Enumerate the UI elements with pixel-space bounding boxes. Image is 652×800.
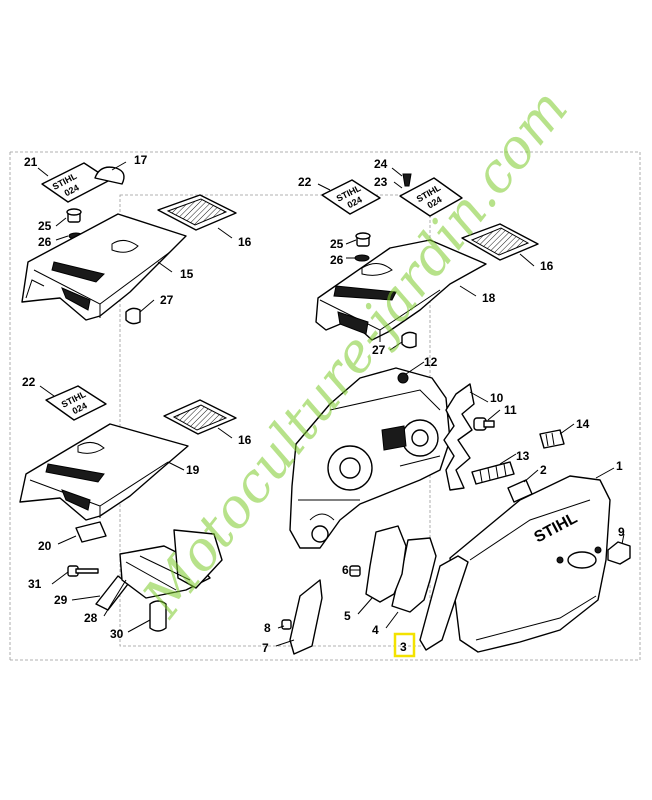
- part-numbers: 21 17 25 26 16 15 27 22 24 23 25 26 16 1…: [22, 153, 625, 658]
- highlight-box-3: [393, 632, 416, 658]
- label-1: 1: [616, 459, 623, 473]
- label-30: 30: [110, 627, 124, 641]
- nut-12: [397, 372, 409, 384]
- label-25-top-left: 25: [38, 219, 52, 233]
- stud-13: [471, 461, 515, 485]
- label-14: 14: [576, 417, 590, 431]
- guide-5: [365, 525, 407, 603]
- screw-24: [402, 173, 412, 187]
- shroud-15: [21, 213, 187, 321]
- screw-14: [539, 429, 565, 449]
- label-28: 28: [84, 611, 98, 625]
- label-27-top-right: 27: [372, 343, 386, 357]
- label-12: 12: [424, 355, 438, 369]
- label-9: 9: [618, 525, 625, 539]
- label-15: 15: [180, 267, 194, 281]
- screw-6: [349, 565, 361, 577]
- label-26-top-right: 26: [330, 253, 344, 267]
- label-27-top-left: 27: [160, 293, 174, 307]
- shroud-18: [315, 239, 487, 342]
- label-19: 19: [186, 463, 200, 477]
- top-left-shroud-assembly: STIHL 024: [21, 162, 237, 325]
- washer-26-b: [354, 254, 370, 262]
- screw-31: [67, 565, 99, 577]
- label-8: 8: [264, 621, 271, 635]
- bottom-left-parts: [67, 529, 223, 632]
- right-side-parts: STIHL: [281, 383, 631, 655]
- crankcase: [289, 367, 451, 549]
- badge-23: STIHL 024: [399, 177, 463, 217]
- label-24: 24: [374, 157, 388, 171]
- label-13: 13: [516, 449, 530, 463]
- leader-lines: [37, 161, 625, 647]
- label-31: 31: [28, 577, 42, 591]
- label-25-top-right: 25: [330, 237, 344, 251]
- label-10: 10: [490, 391, 504, 405]
- assembly-28: [119, 529, 223, 599]
- plate-16-b: [461, 223, 539, 261]
- top-right-shroud-assembly: STIHL 024 STIHL 024: [315, 173, 539, 349]
- label-7: 7: [262, 641, 269, 655]
- screw-11: [473, 417, 495, 431]
- label-18: 18: [482, 291, 496, 305]
- plate-16-c: [163, 399, 237, 435]
- label-22-middle: 22: [22, 375, 36, 389]
- badge-21: STIHL 024: [41, 162, 111, 203]
- nut-9: [607, 541, 631, 565]
- screw-25-b: [355, 232, 371, 247]
- label-16-top-right: 16: [540, 259, 554, 273]
- label-3: 3: [400, 640, 407, 654]
- middle-left-shroud-assembly: STIHL 024: [19, 385, 237, 543]
- label-26-top-left: 26: [38, 235, 52, 249]
- label-6: 6: [342, 563, 349, 577]
- label-5: 5: [344, 609, 351, 623]
- label-16-middle: 16: [238, 433, 252, 447]
- grommet-27-a: [125, 307, 141, 325]
- label-17: 17: [134, 153, 148, 167]
- badge-22-middle: STIHL 024: [45, 385, 107, 421]
- sprocket-cover-1: STIHL: [449, 475, 611, 653]
- label-29: 29: [54, 593, 68, 607]
- label-21: 21: [24, 155, 38, 169]
- plate-3: [419, 555, 469, 651]
- shroud-19: [19, 423, 189, 521]
- label-23: 23: [374, 175, 388, 189]
- label-4: 4: [372, 623, 379, 637]
- screw-8: [281, 619, 292, 630]
- spacer-30: [149, 600, 167, 632]
- plate-16-a: [157, 194, 237, 231]
- label-2: 2: [540, 463, 547, 477]
- pad-20: [75, 521, 107, 543]
- bar-plate-7: [289, 579, 323, 655]
- label-11: 11: [504, 403, 517, 417]
- screw-25: [66, 208, 82, 223]
- spike-10: [443, 383, 475, 491]
- label-20: 20: [38, 539, 52, 553]
- grommet-27-b: [401, 331, 417, 349]
- label-16-top-left: 16: [238, 235, 252, 249]
- label-22-top: 22: [298, 175, 312, 189]
- badge-22-top: STIHL 024: [321, 179, 381, 215]
